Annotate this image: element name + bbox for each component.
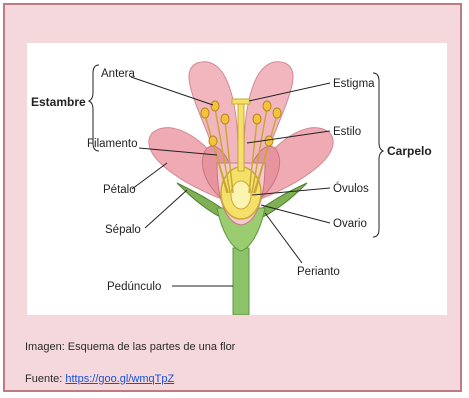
label-sepalo: Sépalo <box>105 224 141 236</box>
leader-petalo <box>132 163 167 189</box>
source-link[interactable]: https://goo.gl/wmqTpZ <box>65 373 174 385</box>
bracket-carpelo <box>373 73 383 237</box>
label-ovulos: Óvulos <box>333 182 369 195</box>
style <box>238 103 244 171</box>
label-ovario: Ovario <box>333 218 367 230</box>
label-petalo: Pétalo <box>103 184 136 196</box>
label-estilo: Estilo <box>333 126 361 138</box>
ovules <box>231 181 251 209</box>
label-pedunculo: Pedúnculo <box>107 281 161 293</box>
source-prefix: Fuente: <box>25 373 65 385</box>
peduncle-stem <box>233 248 249 315</box>
label-antera: Antera <box>101 68 135 80</box>
leader-perianto <box>265 213 302 263</box>
label-estigma: Estigma <box>333 78 375 90</box>
label-filamento: Filamento <box>87 138 138 150</box>
figure-frame: Antera Estambre Filamento Pétalo Sépalo … <box>3 3 462 392</box>
figure-caption: Imagen: Esquema de las partes de una flo… <box>25 341 235 353</box>
stigma <box>232 99 250 104</box>
leader-ovario <box>261 205 330 223</box>
label-estambre: Estambre <box>31 95 86 109</box>
figure-source: Fuente: https://goo.gl/wmqTpZ <box>25 373 174 385</box>
label-carpelo: Carpelo <box>387 144 432 158</box>
leader-sepalo <box>145 190 187 228</box>
flower-diagram: Antera Estambre Filamento Pétalo Sépalo … <box>27 43 447 315</box>
flower-illustration: Antera Estambre Filamento Pétalo Sépalo … <box>27 43 447 315</box>
label-perianto: Perianto <box>297 266 340 278</box>
